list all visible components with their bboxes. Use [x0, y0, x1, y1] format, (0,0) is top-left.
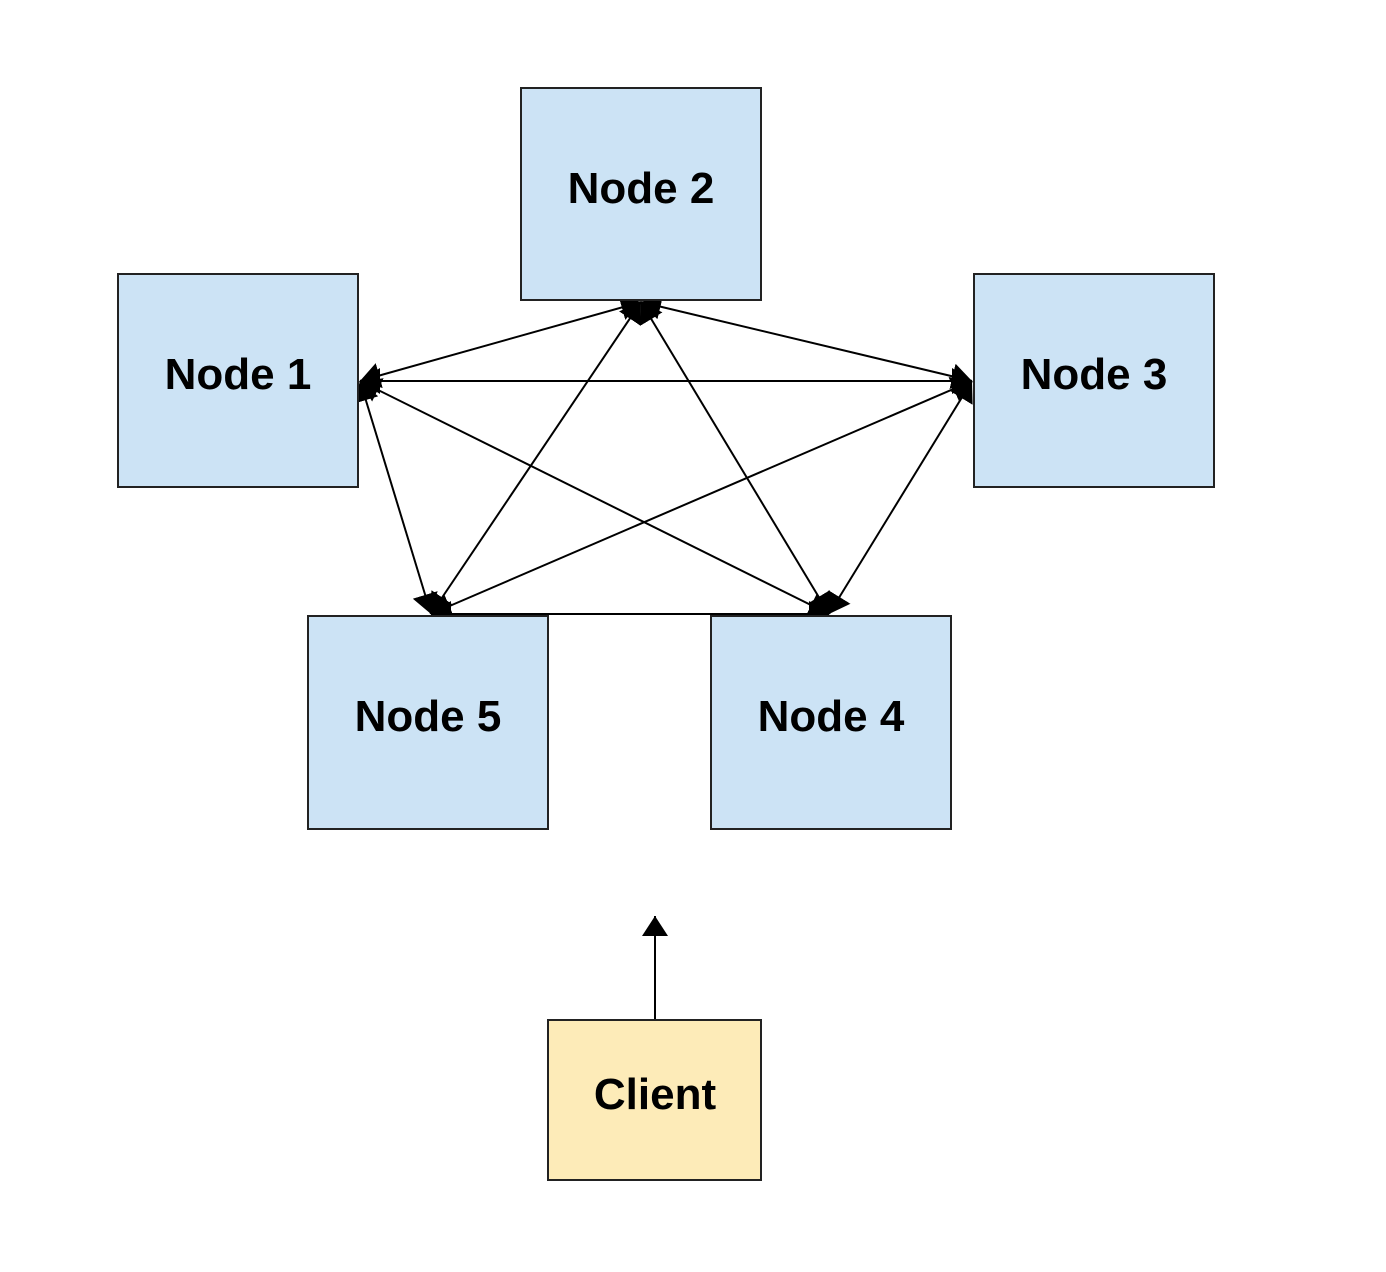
edges-layer: [353, 293, 973, 1020]
node-3-label: Node 3: [1021, 350, 1168, 399]
node-2-label: Node 2: [568, 164, 715, 213]
edge-node-1-node-2: [359, 294, 642, 389]
node-2-box[interactable]: Node 2: [520, 87, 762, 301]
node-3-box[interactable]: Node 3: [973, 273, 1215, 488]
node-4-label: Node 4: [758, 692, 905, 741]
edge-node-3-node-5: [430, 376, 973, 619]
edge-node-2-node-5: [430, 301, 642, 615]
node-4-box[interactable]: Node 4: [710, 615, 952, 830]
edge-node-2-node-3: [640, 293, 973, 390]
edge-node-1-node-5: [353, 380, 438, 615]
node-5-label: Node 5: [355, 692, 502, 741]
client-label: Client: [594, 1070, 717, 1119]
node-1-box[interactable]: Node 1: [117, 273, 359, 488]
node-1-label: Node 1: [165, 350, 312, 399]
node-5-box[interactable]: Node 5: [307, 615, 549, 830]
edge-node-3-node-4: [828, 380, 973, 615]
client-box[interactable]: Client: [547, 1019, 762, 1181]
